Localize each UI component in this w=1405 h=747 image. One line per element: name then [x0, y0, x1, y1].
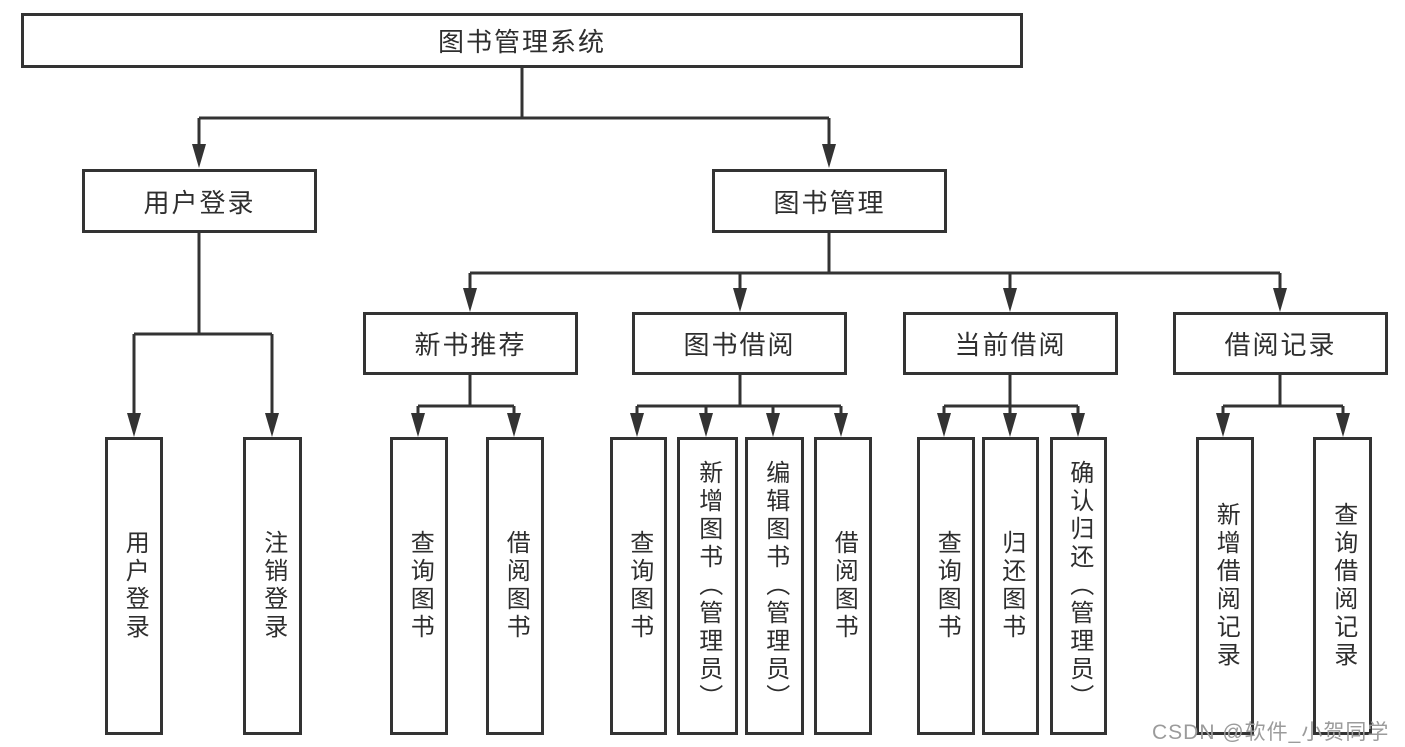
- leaf-query-books-1: 查询图书: [390, 437, 448, 735]
- leaf-return-books: 归还图书: [982, 437, 1039, 735]
- node-label: 新书推荐: [414, 330, 527, 360]
- node-borrowing-records: 借阅记录: [1173, 312, 1388, 375]
- node-label: 归还图书: [997, 530, 1025, 642]
- node-label: 确认归还（管理员）: [1065, 460, 1093, 712]
- node-label: 新增图书（管理员）: [694, 460, 722, 712]
- leaf-add-books-admin: 新增图书（管理员）: [677, 437, 738, 735]
- node-label: 编辑图书（管理员）: [761, 460, 789, 712]
- csdn-watermark: CSDN @软件_小贺同学: [1152, 721, 1390, 744]
- node-user-login-group: 用户登录: [82, 169, 317, 233]
- leaf-edit-books-admin: 编辑图书（管理员）: [745, 437, 804, 735]
- node-new-book-recommendation: 新书推荐: [363, 312, 578, 375]
- node-label: 借阅图书: [830, 530, 858, 642]
- node-label: 图书管理系统: [437, 27, 606, 57]
- leaf-user-login: 用户登录: [105, 437, 163, 735]
- leaf-add-borrow-record: 新增借阅记录: [1196, 437, 1254, 735]
- node-label: 借阅记录: [1224, 330, 1337, 360]
- connector-newbook-to-leaves: [416, 375, 516, 418]
- node-label: 借阅图书: [502, 530, 530, 642]
- connector-bookmgmt-to-level3: [468, 233, 1282, 292]
- node-label: 查询借阅记录: [1329, 502, 1357, 670]
- node-current-borrowing: 当前借阅: [903, 312, 1118, 375]
- connector-root-to-level2: [197, 68, 831, 150]
- leaf-query-books-3: 查询图书: [917, 437, 975, 735]
- node-label: 查询图书: [933, 530, 961, 642]
- connector-bookborrow-to-leaves: [635, 375, 843, 418]
- node-label: 查询图书: [406, 530, 434, 642]
- arrowheads-level2: [192, 144, 836, 168]
- leaf-borrow-books-2: 借阅图书: [814, 437, 872, 735]
- connector-userlogin-to-leaves: [132, 233, 274, 418]
- arrowheads-level3: [463, 288, 1287, 312]
- node-label: 图书借阅: [683, 330, 796, 360]
- leaf-logout: 注销登录: [243, 437, 302, 735]
- connector-borrowrecord-to-leaves: [1221, 375, 1345, 418]
- leaf-confirm-return-admin: 确认归还（管理员）: [1050, 437, 1107, 735]
- node-label: 注销登录: [259, 530, 287, 642]
- leaf-query-borrow-record: 查询借阅记录: [1313, 437, 1372, 735]
- leaf-borrow-books-1: 借阅图书: [486, 437, 544, 735]
- node-label: 用户登录: [143, 187, 256, 218]
- node-label: 用户登录: [121, 530, 149, 642]
- leaf-query-books-2: 查询图书: [610, 437, 667, 735]
- node-book-borrowing: 图书借阅: [632, 312, 847, 375]
- connector-currentborrow-to-leaves: [942, 375, 1080, 418]
- node-library-management-system: 图书管理系统: [21, 13, 1023, 68]
- node-label: 图书管理: [773, 187, 886, 218]
- node-label: 查询图书: [625, 530, 653, 642]
- node-label: 当前借阅: [954, 330, 1067, 360]
- arrowheads-leaves: [127, 413, 1350, 437]
- node-label: 新增借阅记录: [1212, 502, 1240, 670]
- node-book-management-group: 图书管理: [712, 169, 947, 233]
